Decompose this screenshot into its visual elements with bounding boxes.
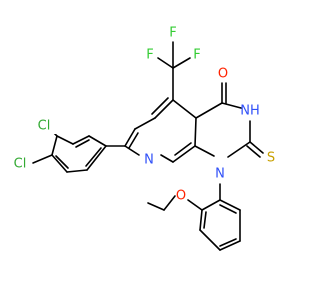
- fluorine-label: F: [146, 48, 153, 63]
- fluorine-label: F: [169, 26, 176, 41]
- molecule-structure: Cl Cl F F F O O N N NH S: [10, 25, 276, 251]
- pyridine-nitrogen-label: N: [144, 153, 154, 168]
- atom-labels: Cl Cl F F F O O N N NH S: [10, 26, 275, 204]
- sulfur-label: S: [267, 151, 275, 166]
- fluorine-label: F: [193, 48, 200, 63]
- chlorine-label: Cl: [14, 157, 27, 172]
- carbonyl-oxygen-label: O: [218, 67, 228, 82]
- bonds: [32, 41, 264, 251]
- ether-oxygen-label: O: [176, 189, 186, 204]
- nh-label: NH: [240, 104, 260, 119]
- ring-nitrogen-label: N: [215, 167, 225, 182]
- chlorine-label: Cl: [38, 119, 51, 134]
